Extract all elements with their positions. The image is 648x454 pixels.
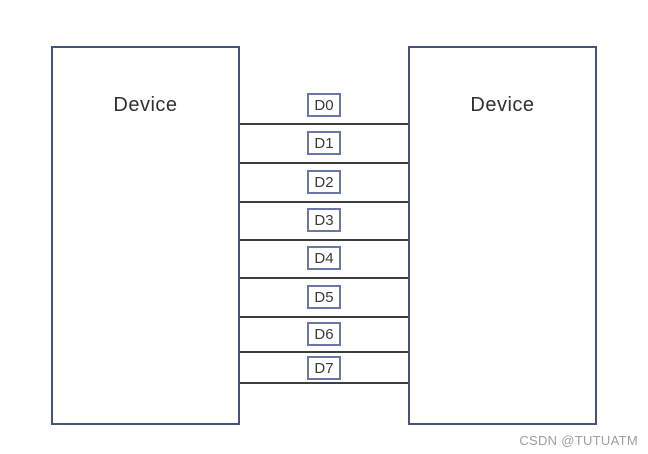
signal-label-d3: D3 xyxy=(307,208,341,232)
device-label-left: Device xyxy=(113,94,178,116)
device-box-right: Device xyxy=(408,46,597,425)
signal-label-d2: D2 xyxy=(307,170,341,194)
signal-label-d6-text: D6 xyxy=(314,325,334,343)
signal-wire-d2 xyxy=(240,201,408,203)
signal-wire-d0 xyxy=(240,123,408,125)
signal-label-d7: D7 xyxy=(307,356,341,380)
signal-label-d4-text: D4 xyxy=(314,249,334,267)
signal-label-d0: D0 xyxy=(307,93,341,117)
signal-label-d1-text: D1 xyxy=(314,134,334,152)
device-box-left: Device xyxy=(51,46,240,425)
signal-wire-d4 xyxy=(240,277,408,279)
signal-label-d4: D4 xyxy=(307,246,341,270)
device-label-right: Device xyxy=(470,94,535,116)
signal-label-d0-text: D0 xyxy=(314,96,334,114)
signal-label-d2-text: D2 xyxy=(314,173,334,191)
signal-label-d1: D1 xyxy=(307,131,341,155)
signal-wire-d6 xyxy=(240,351,408,353)
signal-label-d5: D5 xyxy=(307,285,341,309)
signal-wire-d1 xyxy=(240,162,408,164)
signal-label-d6: D6 xyxy=(307,322,341,346)
signal-label-d5-text: D5 xyxy=(314,288,334,306)
signal-wire-d7 xyxy=(240,382,408,384)
watermark: CSDN @TUTUATM xyxy=(519,433,638,448)
signal-wire-d3 xyxy=(240,239,408,241)
signal-wire-d5 xyxy=(240,316,408,318)
signal-label-d3-text: D3 xyxy=(314,211,334,229)
signal-label-d7-text: D7 xyxy=(314,359,334,377)
